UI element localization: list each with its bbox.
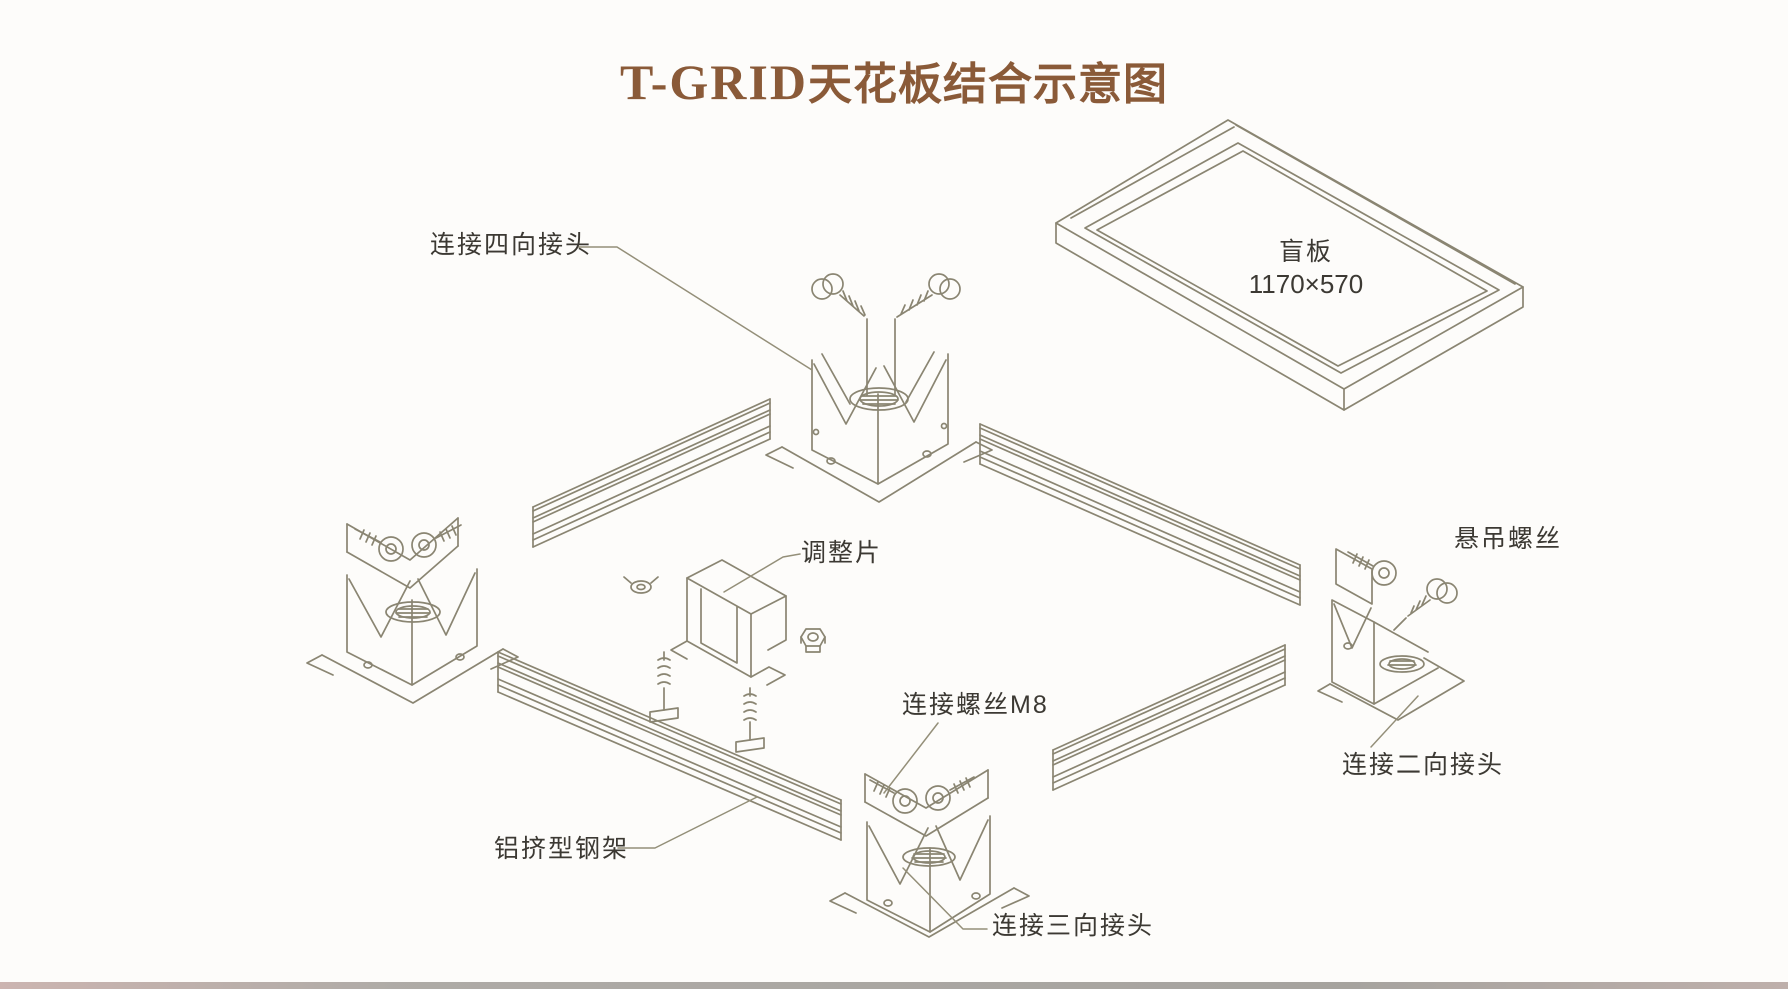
rail-lower-right xyxy=(1052,644,1286,791)
leader-two-way xyxy=(1370,695,1419,748)
label-suspension-screw: 悬吊螺丝 xyxy=(1454,525,1563,553)
page-title-cjk: 天花板结合示意图 xyxy=(807,60,1168,109)
page-title-latin: T-GRID xyxy=(620,54,808,110)
label-blind-panel: 盲板 1170×570 xyxy=(1236,232,1376,300)
rail-upper-right xyxy=(979,423,1301,606)
two-way-connector-drawing xyxy=(1317,548,1465,721)
label-aluminum-extruded-frame: 铝挤型钢架 xyxy=(494,835,630,863)
scan-edge-strip xyxy=(0,982,1788,989)
label-four-way-connector: 连接四向接头 xyxy=(430,231,593,259)
leader-three-way xyxy=(902,867,988,930)
blind-panel-size: 1170×570 xyxy=(1248,269,1364,299)
leader-screw-m8 xyxy=(883,722,939,794)
label-adjustment-piece: 调整片 xyxy=(801,539,883,567)
blind-panel-name: 盲板 xyxy=(1278,238,1333,266)
adjustment-piece-drawing xyxy=(623,559,826,753)
label-connection-screw-m8: 连接螺丝M8 xyxy=(902,691,1049,719)
page-title: T-GRID天花板结合示意图 xyxy=(0,48,1788,112)
blind-panel-drawing xyxy=(1055,119,1524,411)
three-way-connector-drawing xyxy=(829,769,1030,938)
four-way-connector-drawing xyxy=(765,273,993,503)
leader-aluminum-frame xyxy=(617,796,758,849)
rail-upper-left xyxy=(532,398,771,548)
label-two-way-connector: 连接二向接头 xyxy=(1342,751,1505,779)
rail-lower-left xyxy=(497,651,842,841)
left-connector-drawing xyxy=(306,517,519,704)
leader-four-way xyxy=(577,246,813,371)
label-three-way-connector: 连接三向接头 xyxy=(992,912,1155,940)
leader-adjustment-piece xyxy=(723,553,801,593)
leader-lines xyxy=(577,246,1419,930)
